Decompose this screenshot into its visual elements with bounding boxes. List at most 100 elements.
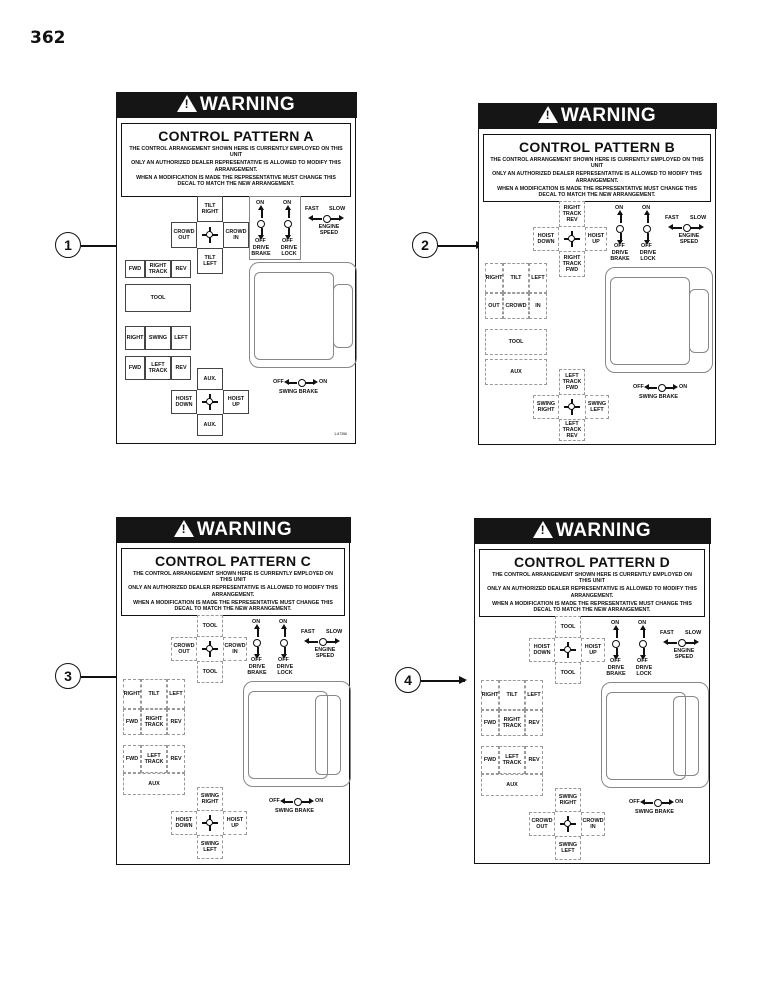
cell: TILT [141,679,167,709]
info-line: ONLY AN AUTHORIZED DEALER REPRESENTATIVE… [492,171,702,184]
info-line: WHEN A MODIFICATION IS MADE THE REPRESEN… [136,174,336,188]
cell-label: CROWD [505,303,527,309]
cell-top: TILT RIGHT [197,196,223,222]
warning-triangle-icon: ! [537,106,558,123]
arrow-right-icon [301,798,314,804]
arrow-up-icon [617,210,623,223]
warning-banner: ! WARNING [115,91,357,118]
arrow-right-icon [661,799,674,805]
drive-lock-on: ON [283,200,292,206]
arrow-left-icon [644,384,657,390]
cell: LEFT TRACK [141,745,167,773]
cell: LEFT [529,263,547,293]
armrest-outline [333,284,353,348]
cell: OUT [485,293,503,319]
pattern-title: CONTROL PATTERN A [158,128,314,144]
pattern-title: CONTROL PATTERN B [519,139,675,155]
arrow-up-icon [281,624,287,637]
drive-lock-label: DRIVE LOCK [639,250,657,262]
arrow-down-icon [644,233,650,245]
drive-lock-on: ON [642,205,651,211]
control-grid: TOOL HOIST DOWN HOIST UP TOOL ON OFF DRI… [479,616,709,860]
seat-outline-inner [248,691,328,779]
cell: REV [525,710,543,736]
swing-brake-off: OFF [269,798,280,804]
cell-right: SWING LEFT [585,395,609,419]
arrow-left-icon [668,224,682,230]
slow-label: SLOW [685,630,702,636]
cell-left: HOIST DOWN [529,638,555,662]
cell-left: SWING RIGHT [533,395,559,419]
cell: FWD [123,745,141,773]
arrow-left-icon [640,799,653,805]
swing-brake-on: ON [319,379,328,385]
cell: FWD [125,356,145,380]
joystick-cross-icon [559,815,577,833]
cell: LEFT TRACK [499,746,525,774]
cell-bottom: AUX. [197,414,223,436]
arrow-right-icon [685,639,699,645]
swing-brake-off: OFF [629,799,640,805]
arrow-right-icon [330,215,344,221]
callout-arrow [438,242,484,248]
callout-number: 1 [55,232,81,258]
cell-right: HOIST UP [223,390,249,414]
arrow-right-icon [690,224,704,230]
info-line: THE CONTROL ARRANGEMENT SHOWN HERE IS CU… [129,146,343,159]
cell: RIGHT [481,680,499,710]
fast-label: FAST [665,215,679,221]
swing-brake-label: SWING BRAKE [639,394,678,400]
cell-left: HOIST DOWN [171,390,197,414]
cell: SWING [145,326,171,350]
switch-circle-icon [257,220,265,228]
warning-triangle-icon: ! [532,521,553,538]
cell-left: CROWD OUT [171,637,197,661]
cell: FWD [123,709,141,735]
seat-outline-inner [606,692,686,780]
switch-circle-icon [284,220,292,228]
cell-right: CROWD IN [581,812,605,836]
arrow-left-icon [308,215,322,221]
info-box: CONTROL PATTERN C THE CONTROL ARRANGEMEN… [121,548,345,616]
cell-right: HOIST UP [581,638,605,662]
cell: RIGHT [123,679,141,709]
slow-label: SLOW [329,206,346,212]
drive-lock-label: DRIVE LOCK [280,245,298,257]
decal-part-code: 1-67356 [334,432,347,436]
info-line: ONLY AN AUTHORIZED DEALER REPRESENTATIVE… [487,586,697,599]
cell-top: TOOL [555,616,581,638]
cell-aux: AUX [481,774,543,796]
cell-tool: TOOL [125,284,191,312]
arrow-up-icon [285,205,291,218]
callout-number: 3 [55,663,81,689]
seat-outline [601,682,709,788]
cell-bottom: RIGHT TRACK FWD [559,251,585,277]
cell: LEFT [167,679,185,709]
arrow-up-icon [258,205,264,218]
decal-pattern-c: ! WARNING CONTROL PATTERN C THE CONTROL … [115,516,351,865]
fast-label: FAST [301,629,315,635]
cell-top: AUX. [197,368,223,390]
drive-brake-off: OFF [255,238,266,244]
info-box: CONTROL PATTERN A THE CONTROL ARRANGEMEN… [121,123,351,197]
swing-brake-on: ON [315,798,324,804]
drive-brake-on: ON [611,620,620,626]
cell: LEFT [171,326,191,350]
drive-lock-off: OFF [282,238,293,244]
arrow-down-icon [254,647,260,659]
drive-lock-label: DRIVE LOCK [276,664,294,676]
cell-bottom: TOOL [555,662,581,684]
cell-top: SWING RIGHT [197,787,223,811]
swing-brake-on: ON [679,384,688,390]
warning-triangle-icon: ! [173,520,194,537]
switch-panel [249,196,301,260]
swing-brake-label: SWING BRAKE [279,389,318,395]
drive-brake-label: DRIVE BRAKE [610,250,630,262]
warning-text: WARNING [199,93,296,115]
cell-aux: AUX [485,359,547,385]
cell-aux: AUX [123,773,185,795]
info-box: CONTROL PATTERN D THE CONTROL ARRANGEMEN… [479,549,705,617]
decal-pattern-a: ! WARNING CONTROL PATTERN A THE CONTROL … [115,91,357,444]
arrow-right-icon [665,384,678,390]
switch-circle-icon [280,639,288,647]
